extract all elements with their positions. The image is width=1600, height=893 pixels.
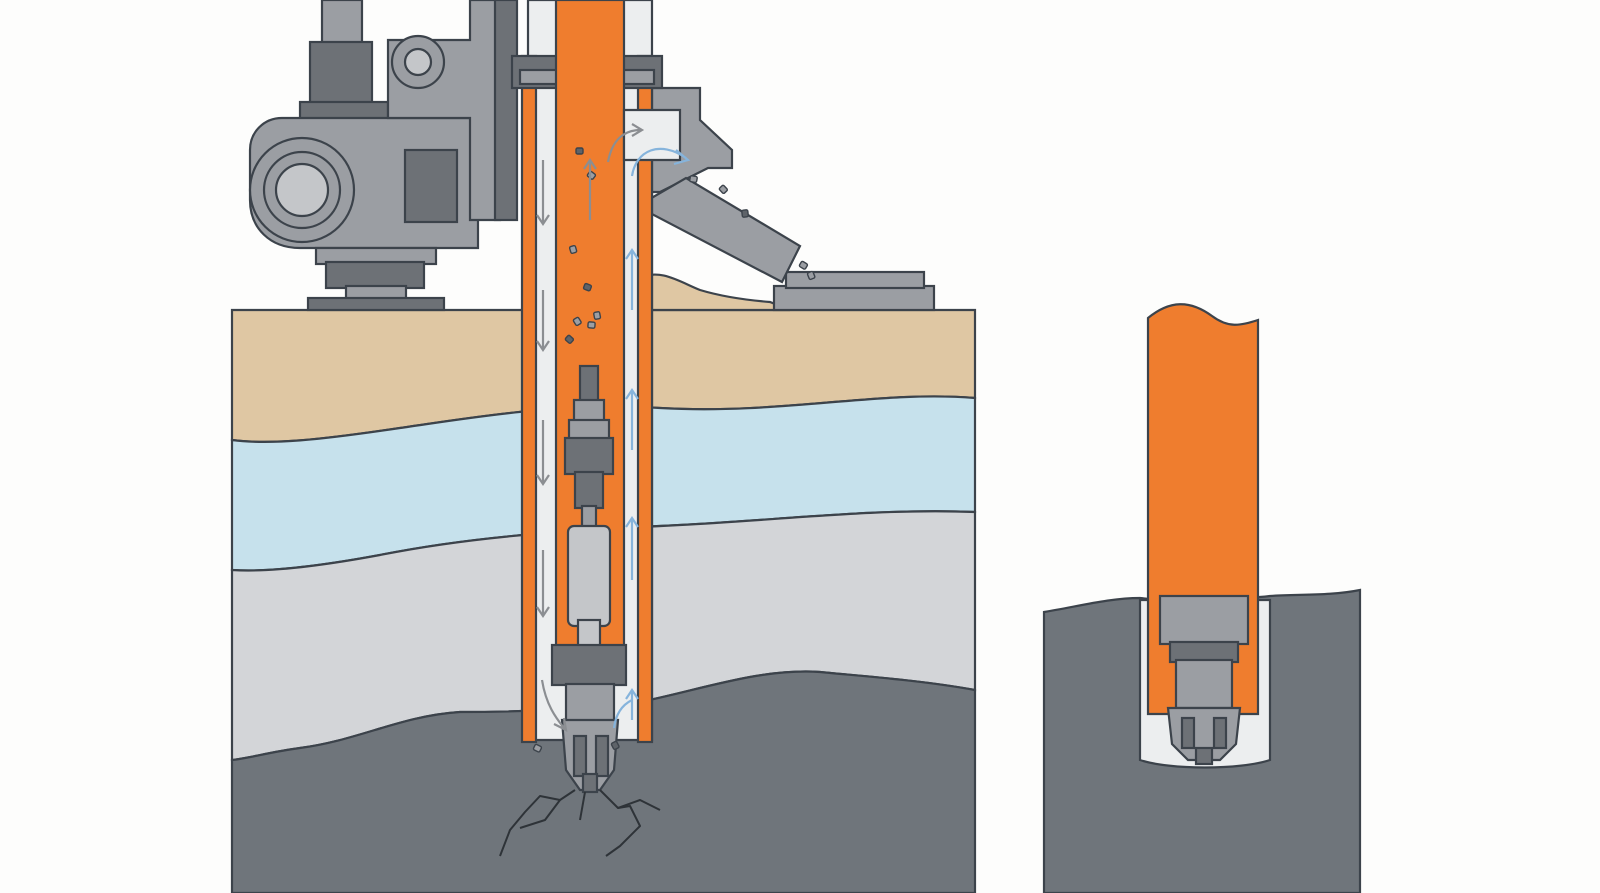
- flow-arrow-up: [625, 388, 639, 450]
- cutting-particle: [564, 334, 575, 344]
- flow-arrow-up: [625, 516, 639, 580]
- inset-detail: [1042, 303, 1362, 893]
- flow-arrow-curve: [606, 123, 645, 163]
- flow-arrow-down: [536, 420, 550, 486]
- cutting-particle: [593, 311, 602, 320]
- cutting-particle: [798, 260, 809, 270]
- cutting-particle: [689, 175, 698, 184]
- flow-arrow-up: [625, 248, 639, 310]
- flow-arrow-curve: [612, 699, 633, 729]
- drill-rig-head: [248, 0, 519, 312]
- spoil-heap: [638, 273, 791, 312]
- outer-casing-left: [520, 54, 538, 744]
- cutting-particle: [575, 147, 584, 155]
- flow-arrow-curve: [540, 679, 568, 732]
- flow-arrow-up: [583, 158, 597, 220]
- drill-bit: [560, 682, 620, 794]
- flow-arrow-down: [536, 550, 550, 618]
- cutting-particle: [718, 184, 729, 195]
- cuttings-tray: [772, 270, 936, 312]
- cutting-particle: [587, 321, 596, 329]
- cutting-particle: [572, 316, 582, 327]
- flow-arrow-up: [625, 688, 639, 720]
- rock-fractures: [499, 789, 661, 857]
- flow-arrow-curve: [630, 147, 691, 177]
- flow-arrows: [536, 123, 691, 732]
- cutting-particle: [806, 270, 816, 281]
- cuttings-particles: [532, 147, 816, 753]
- cutting-particle: [610, 740, 620, 751]
- cutting-particle: [582, 282, 593, 292]
- cutting-particle: [532, 743, 543, 753]
- cutting-particle: [741, 209, 749, 218]
- flow-arrow-down: [536, 290, 550, 352]
- cutting-particle: [568, 244, 578, 255]
- down-the-hole-hammer: [550, 364, 628, 687]
- flow-arrow-down: [536, 160, 550, 226]
